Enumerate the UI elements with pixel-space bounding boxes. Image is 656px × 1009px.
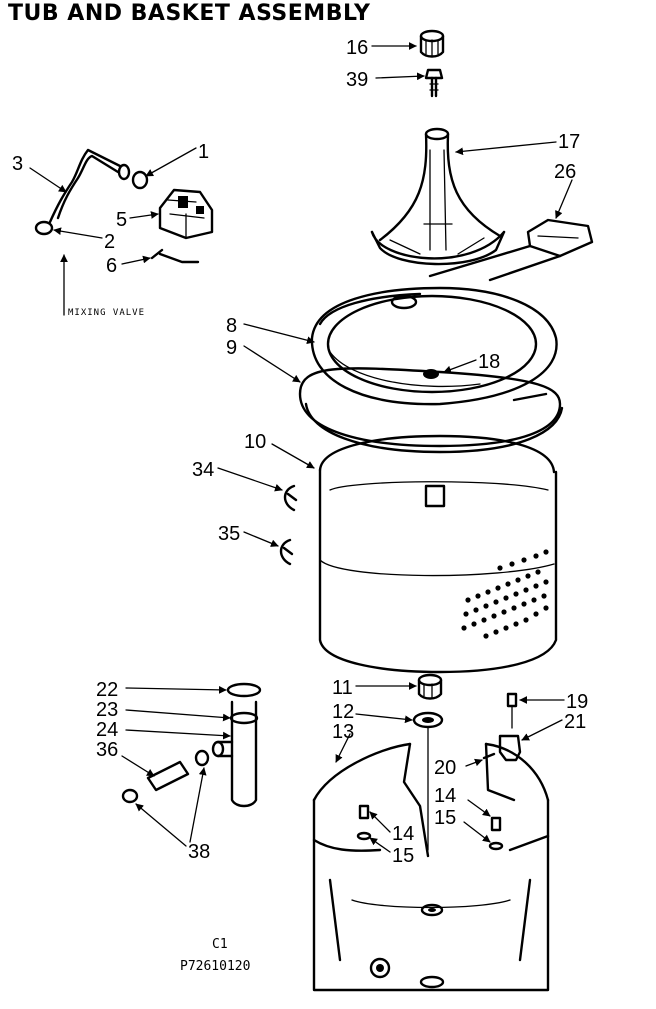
callout-24: 24 bbox=[96, 719, 118, 741]
mixing-valve-group: MIXING VALVE bbox=[34, 148, 214, 318]
callout-numbers: 1 3 2 5 6 16 39 17 26 8 9 18 10 34 35 11… bbox=[12, 37, 588, 867]
callout-16: 16 bbox=[346, 37, 368, 59]
bolt-part-14-right bbox=[488, 816, 504, 851]
callout-14-left: 14 bbox=[392, 823, 414, 845]
callout-5: 5 bbox=[116, 209, 127, 231]
callout-13: 13 bbox=[332, 721, 354, 743]
leader-lines bbox=[29, 42, 573, 853]
callout-6: 6 bbox=[106, 255, 117, 277]
callout-14-right: 14 bbox=[434, 785, 456, 807]
outer-tub-part-13 bbox=[312, 727, 550, 992]
drain-hose-part-24 bbox=[211, 682, 262, 808]
callout-20: 20 bbox=[434, 757, 456, 779]
fin-part-26 bbox=[428, 218, 594, 282]
callout-2: 2 bbox=[104, 231, 115, 253]
hose-part-36 bbox=[146, 760, 190, 792]
clamp-part-2 bbox=[34, 220, 54, 236]
screw-part-6 bbox=[150, 248, 200, 264]
agitator-cap-part-16 bbox=[419, 29, 445, 58]
callout-21: 21 bbox=[564, 711, 586, 733]
clip-part-35 bbox=[279, 538, 294, 566]
callout-8: 8 bbox=[226, 315, 237, 337]
basket-part-10 bbox=[318, 434, 558, 674]
callout-17: 17 bbox=[558, 131, 580, 153]
clamp-part-20 bbox=[482, 752, 496, 760]
callout-39: 39 bbox=[346, 69, 368, 91]
tub-cover-part-8 bbox=[310, 286, 558, 406]
clamp-part-38 bbox=[121, 749, 210, 804]
clip-part-34 bbox=[283, 484, 298, 512]
agitator-part-17 bbox=[370, 127, 506, 266]
callout-23: 23 bbox=[96, 699, 118, 721]
mixing-valve-label: MIXING VALVE bbox=[68, 308, 145, 318]
mixing-valve-part-5 bbox=[158, 188, 214, 240]
gasket-part-9 bbox=[298, 367, 564, 454]
callout-1: 1 bbox=[198, 141, 209, 163]
diagram-title: TUB AND BASKET ASSEMBLY bbox=[8, 1, 371, 26]
callout-15-right: 15 bbox=[434, 807, 456, 829]
callout-12: 12 bbox=[332, 701, 354, 723]
screw-part-19 bbox=[506, 692, 518, 729]
bolt-part-39 bbox=[424, 68, 444, 98]
seal-part-12 bbox=[412, 711, 444, 729]
callout-9: 9 bbox=[226, 337, 237, 359]
callout-19: 19 bbox=[566, 691, 588, 713]
callout-15-left: 15 bbox=[392, 845, 414, 867]
hub-part-11 bbox=[417, 673, 443, 700]
callout-26: 26 bbox=[554, 161, 576, 183]
basket-perforations bbox=[461, 549, 549, 639]
diagram-code-line2: P72610120 bbox=[180, 959, 250, 974]
callout-34: 34 bbox=[192, 459, 214, 481]
callout-38: 38 bbox=[188, 841, 210, 863]
hose-part-3 bbox=[56, 154, 120, 220]
fitting-part-21 bbox=[498, 734, 522, 762]
callout-36: 36 bbox=[96, 739, 118, 761]
callout-18: 18 bbox=[478, 351, 500, 373]
diagram-code-line1: C1 bbox=[212, 937, 228, 952]
callout-10: 10 bbox=[244, 431, 266, 453]
callout-35: 35 bbox=[218, 523, 240, 545]
clamp-part-1 bbox=[131, 170, 149, 190]
callout-11: 11 bbox=[332, 677, 353, 699]
bolt-part-14-left bbox=[356, 804, 372, 841]
callout-22: 22 bbox=[96, 679, 118, 701]
callout-3: 3 bbox=[12, 153, 23, 175]
